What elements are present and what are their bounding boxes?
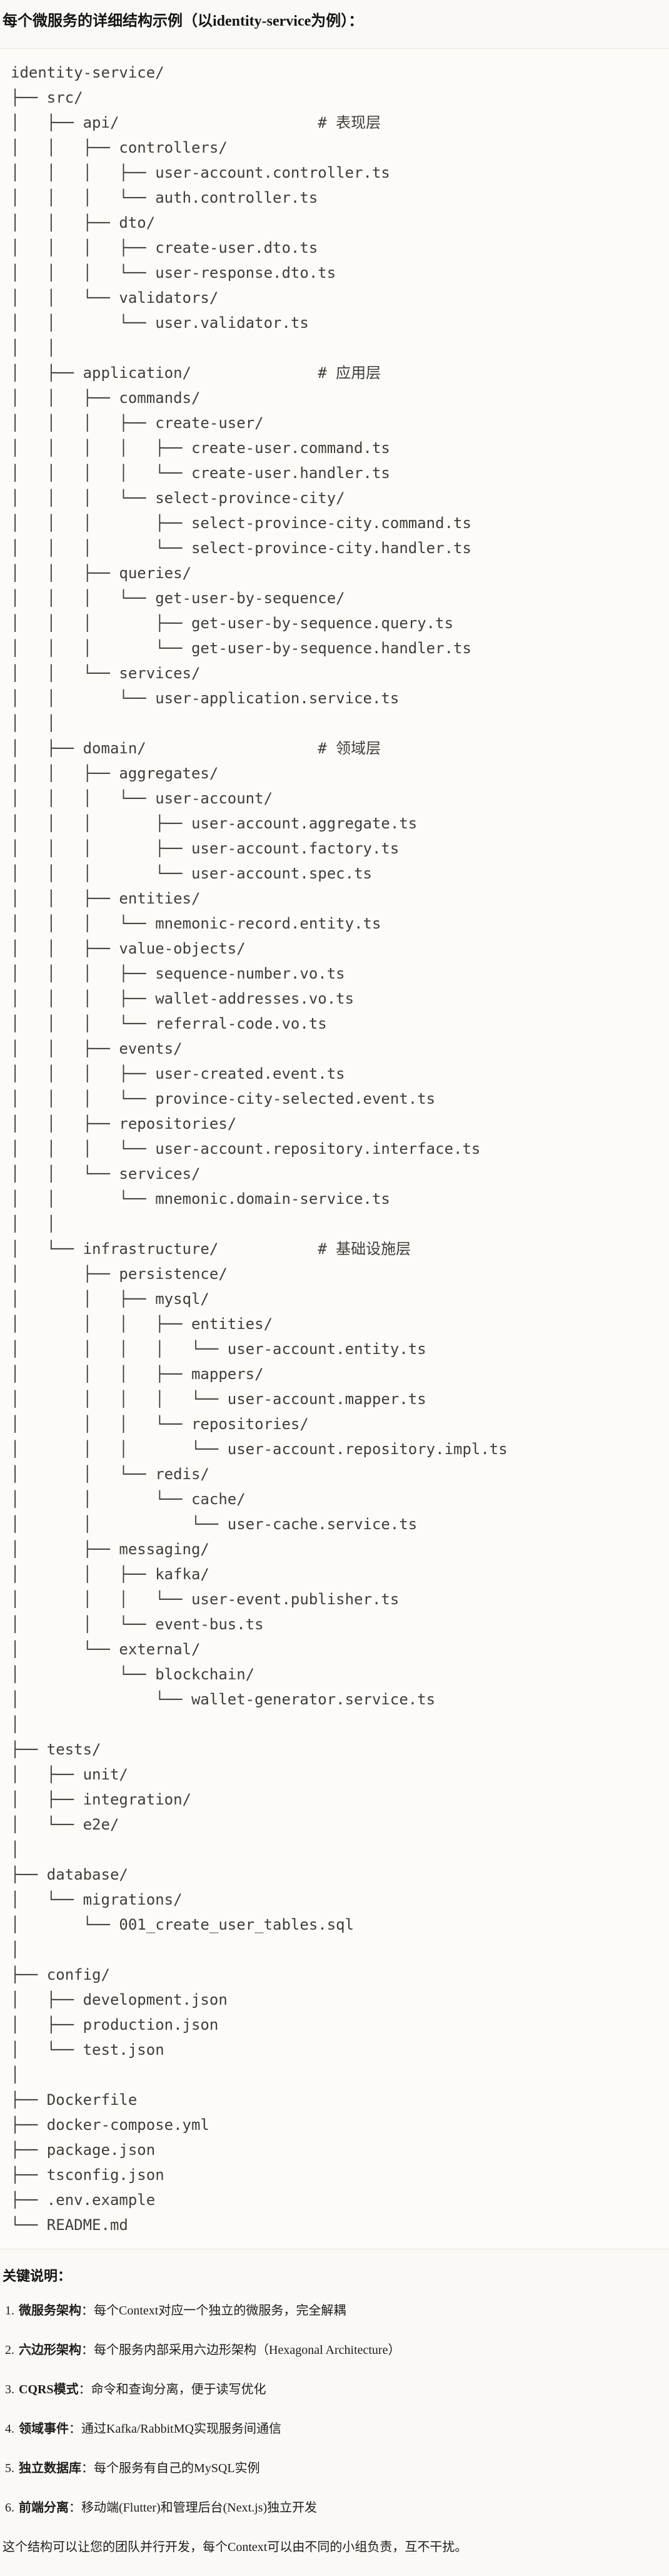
note-text: ：命令和查询分离，便于读写优化 bbox=[78, 2383, 266, 2396]
note-text: ：每个服务有自己的MySQL实例 bbox=[81, 2461, 260, 2475]
note-number: 5. bbox=[5, 2461, 14, 2475]
notes-heading: 关键说明： bbox=[3, 2268, 72, 2284]
note-number: 3. bbox=[5, 2383, 14, 2396]
note-item-4: 4. 领域事件：通过Kafka/RabbitMQ实现服务间通信 bbox=[5, 2420, 669, 2438]
notes-list: 1. 微服务架构：每个Context对应一个独立的微服务，完全解耦 2. 六边形架构… bbox=[0, 2302, 669, 2517]
note-label: 前端分离 bbox=[19, 2501, 69, 2515]
note-label: 独立数据库 bbox=[19, 2461, 81, 2475]
note-number: 4. bbox=[5, 2422, 14, 2436]
directory-tree-text: identity-service/ ├── src/ │ ├── api/ # … bbox=[11, 64, 508, 2234]
note-item-1: 1. 微服务架构：每个Context对应一个独立的微服务，完全解耦 bbox=[5, 2302, 669, 2319]
note-item-5: 5. 独立数据库：每个服务有自己的MySQL实例 bbox=[5, 2460, 669, 2477]
page-title: 每个微服务的详细结构示例（以identity-service为例）： bbox=[3, 13, 364, 29]
note-label: 六边形架构 bbox=[19, 2343, 81, 2357]
note-label: CQRS模式 bbox=[19, 2383, 79, 2396]
note-number: 2. bbox=[5, 2343, 14, 2357]
note-text: ：每个服务内部采用六边形架构（Hexagonal Architecture） bbox=[81, 2343, 401, 2357]
note-number: 6. bbox=[5, 2501, 14, 2515]
note-item-6: 6. 前端分离：移动端(Flutter)和管理后台(Next.js)独立开发 bbox=[5, 2499, 669, 2517]
note-text: ：通过Kafka/RabbitMQ实现服务间通信 bbox=[69, 2422, 281, 2436]
closing-paragraph: 这个结构可以让您的团队并行开发，每个Context可以由不同的小组负责，互不干扰… bbox=[3, 2540, 468, 2554]
note-label: 领域事件 bbox=[19, 2422, 69, 2436]
note-number: 1. bbox=[5, 2304, 14, 2318]
note-label: 微服务架构 bbox=[19, 2304, 81, 2318]
note-text: ：每个Context对应一个独立的微服务，完全解耦 bbox=[81, 2304, 346, 2318]
note-text: ：移动端(Flutter)和管理后台(Next.js)独立开发 bbox=[69, 2501, 318, 2515]
note-item-3: 3. CQRS模式：命令和查询分离，便于读写优化 bbox=[5, 2381, 669, 2398]
note-item-2: 2. 六边形架构：每个服务内部采用六边形架构（Hexagonal Architec… bbox=[5, 2341, 669, 2359]
directory-tree-code-block: identity-service/ ├── src/ │ ├── api/ # … bbox=[0, 48, 669, 2249]
